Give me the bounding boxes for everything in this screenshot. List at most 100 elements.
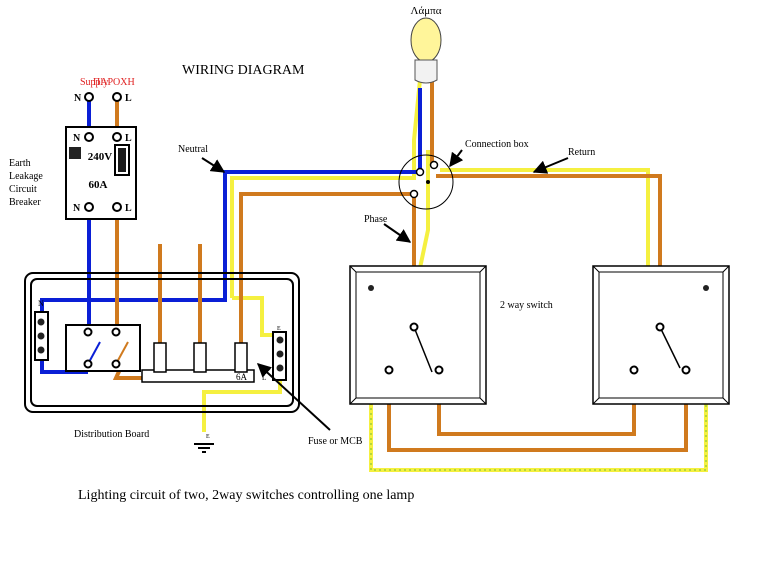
right-switch-bevel-bl	[592, 397, 600, 405]
strapper-wire-1	[387, 370, 688, 452]
distribution-board-label: Distribution Board	[74, 429, 149, 440]
elcb-label-line-2: Leakage	[9, 171, 43, 182]
supply-overlay-label: ΠΑΡΟΧΗ	[93, 77, 135, 88]
elcb-label-line-4: Breaker	[9, 197, 41, 208]
diagram-title: WIRING DIAGRAM	[182, 63, 305, 78]
earth-wire-right-switch	[440, 168, 650, 282]
diagram-caption: Lighting circuit of two, 2way switches c…	[78, 488, 414, 503]
supply-label: Supply	[80, 77, 108, 88]
neutral-bar-screw-1	[37, 318, 45, 326]
elcb-terminal-l-top	[112, 132, 122, 142]
connection-box-label: Connection box	[465, 139, 529, 150]
earth-bar-label: E	[277, 326, 281, 332]
connection-box-arrow	[449, 149, 464, 168]
main-switch-terminal-l	[111, 327, 121, 337]
right-switch-earth	[703, 285, 709, 291]
db-main-switch	[65, 324, 141, 372]
left-switch-blade	[413, 326, 433, 373]
db-outer	[24, 272, 300, 413]
fuse-arrow	[256, 363, 331, 431]
phase-label: Phase	[364, 214, 388, 225]
right-switch-bevel-tl	[592, 265, 600, 273]
right-switch-blade	[659, 326, 681, 369]
left-switch-l1	[384, 365, 394, 375]
busbar-live-marker: L	[262, 374, 266, 382]
lamp-label: Λάμπα	[411, 5, 442, 17]
supply-l-label: L	[125, 93, 132, 104]
db-inner	[30, 278, 294, 407]
elcb-n-top: N	[73, 133, 81, 144]
left-switch-bevel-tl	[349, 265, 357, 273]
neutral-bar-screw-2	[37, 332, 45, 340]
left-switch-bevel-tr	[479, 265, 487, 273]
earth-bar-screw-2	[276, 350, 284, 358]
connection-box-circle	[398, 154, 454, 210]
neutral-bar-screw-3	[37, 346, 45, 354]
elcb-side-label: Earth Leakage Circuit Breaker	[9, 158, 43, 208]
connection-terminal-3	[409, 189, 419, 199]
elcb-l-top: L	[125, 133, 132, 144]
elcb-switch-lever	[118, 148, 126, 172]
fuse-3	[234, 342, 248, 373]
left-switch-earth	[368, 285, 374, 291]
ground-label: E	[206, 434, 210, 440]
elcb-terminal-n-top	[84, 132, 94, 142]
left-switch-bevel-bl	[349, 397, 357, 405]
connection-terminal-2	[429, 160, 439, 170]
elcb-terminal-l-bottom	[112, 202, 122, 212]
elcb-label-line-3: Circuit	[9, 184, 37, 195]
earth-bar-screw-3	[276, 364, 284, 372]
elcb-l-bottom: L	[125, 203, 132, 214]
elcb-label-line-1: Earth	[9, 158, 31, 169]
elcb-test-button	[69, 147, 81, 159]
right-switch-bevel-br	[722, 397, 730, 405]
return-label: Return	[568, 147, 595, 158]
live-wires	[112, 82, 688, 452]
connection-box	[398, 154, 454, 210]
right-switch-inner	[598, 271, 724, 399]
main-switch-contact-l	[111, 359, 121, 369]
left-switch-common	[409, 322, 419, 332]
elcb-voltage: 240V	[88, 151, 113, 163]
right-switch-bevel-tr	[722, 265, 730, 273]
neutral-bar-label: N	[38, 299, 44, 308]
lamp-bulb	[410, 17, 442, 63]
elcb-n-bottom: N	[73, 203, 81, 214]
supply-terminal-l	[112, 92, 122, 102]
two-way-switch-label: 2 way switch	[500, 300, 553, 311]
lamp: Λάμπα	[410, 5, 442, 84]
elcb-terminal-n-bottom	[84, 202, 94, 212]
lamp-holder	[414, 59, 438, 84]
return-arrow	[532, 157, 569, 174]
annotation-arrows	[201, 149, 569, 431]
earth-bar-screw-1	[276, 336, 284, 344]
phase-wire-fuse-to-box	[239, 192, 416, 345]
fuse-2	[193, 342, 207, 373]
connection-terminal-4	[426, 180, 430, 184]
left-switch-l2	[434, 365, 444, 375]
earth-wire-box-down	[418, 150, 430, 269]
supply-n-label: N	[74, 93, 82, 104]
main-switch-terminal-n	[83, 327, 93, 337]
left-switch-inner	[355, 271, 481, 399]
supply-terminal-n	[84, 92, 94, 102]
connection-terminal-1	[415, 167, 425, 177]
neutral-label: Neutral	[178, 144, 208, 155]
neutral-arrow	[201, 157, 226, 173]
phase-arrow	[383, 223, 412, 243]
fuse-1	[153, 342, 167, 373]
fuse-rating: 6A	[236, 372, 248, 382]
left-switch-bevel-br	[479, 397, 487, 405]
earth-wire-db-bar	[232, 296, 280, 337]
earth-wire-db-to-lamp	[230, 79, 422, 298]
right-switch-l1	[629, 365, 639, 375]
main-switch-contact-n	[83, 359, 93, 369]
right-switch-l2	[681, 365, 691, 375]
left-2way-switch	[349, 265, 487, 405]
distribution-board: N 6A L E	[24, 272, 300, 413]
earth-ground-symbol	[194, 443, 214, 453]
elcb-current: 60A	[89, 179, 108, 191]
supply-terminals: N L Supply ΠΑΡΟΧΗ	[74, 77, 135, 104]
right-2way-switch	[592, 265, 730, 405]
